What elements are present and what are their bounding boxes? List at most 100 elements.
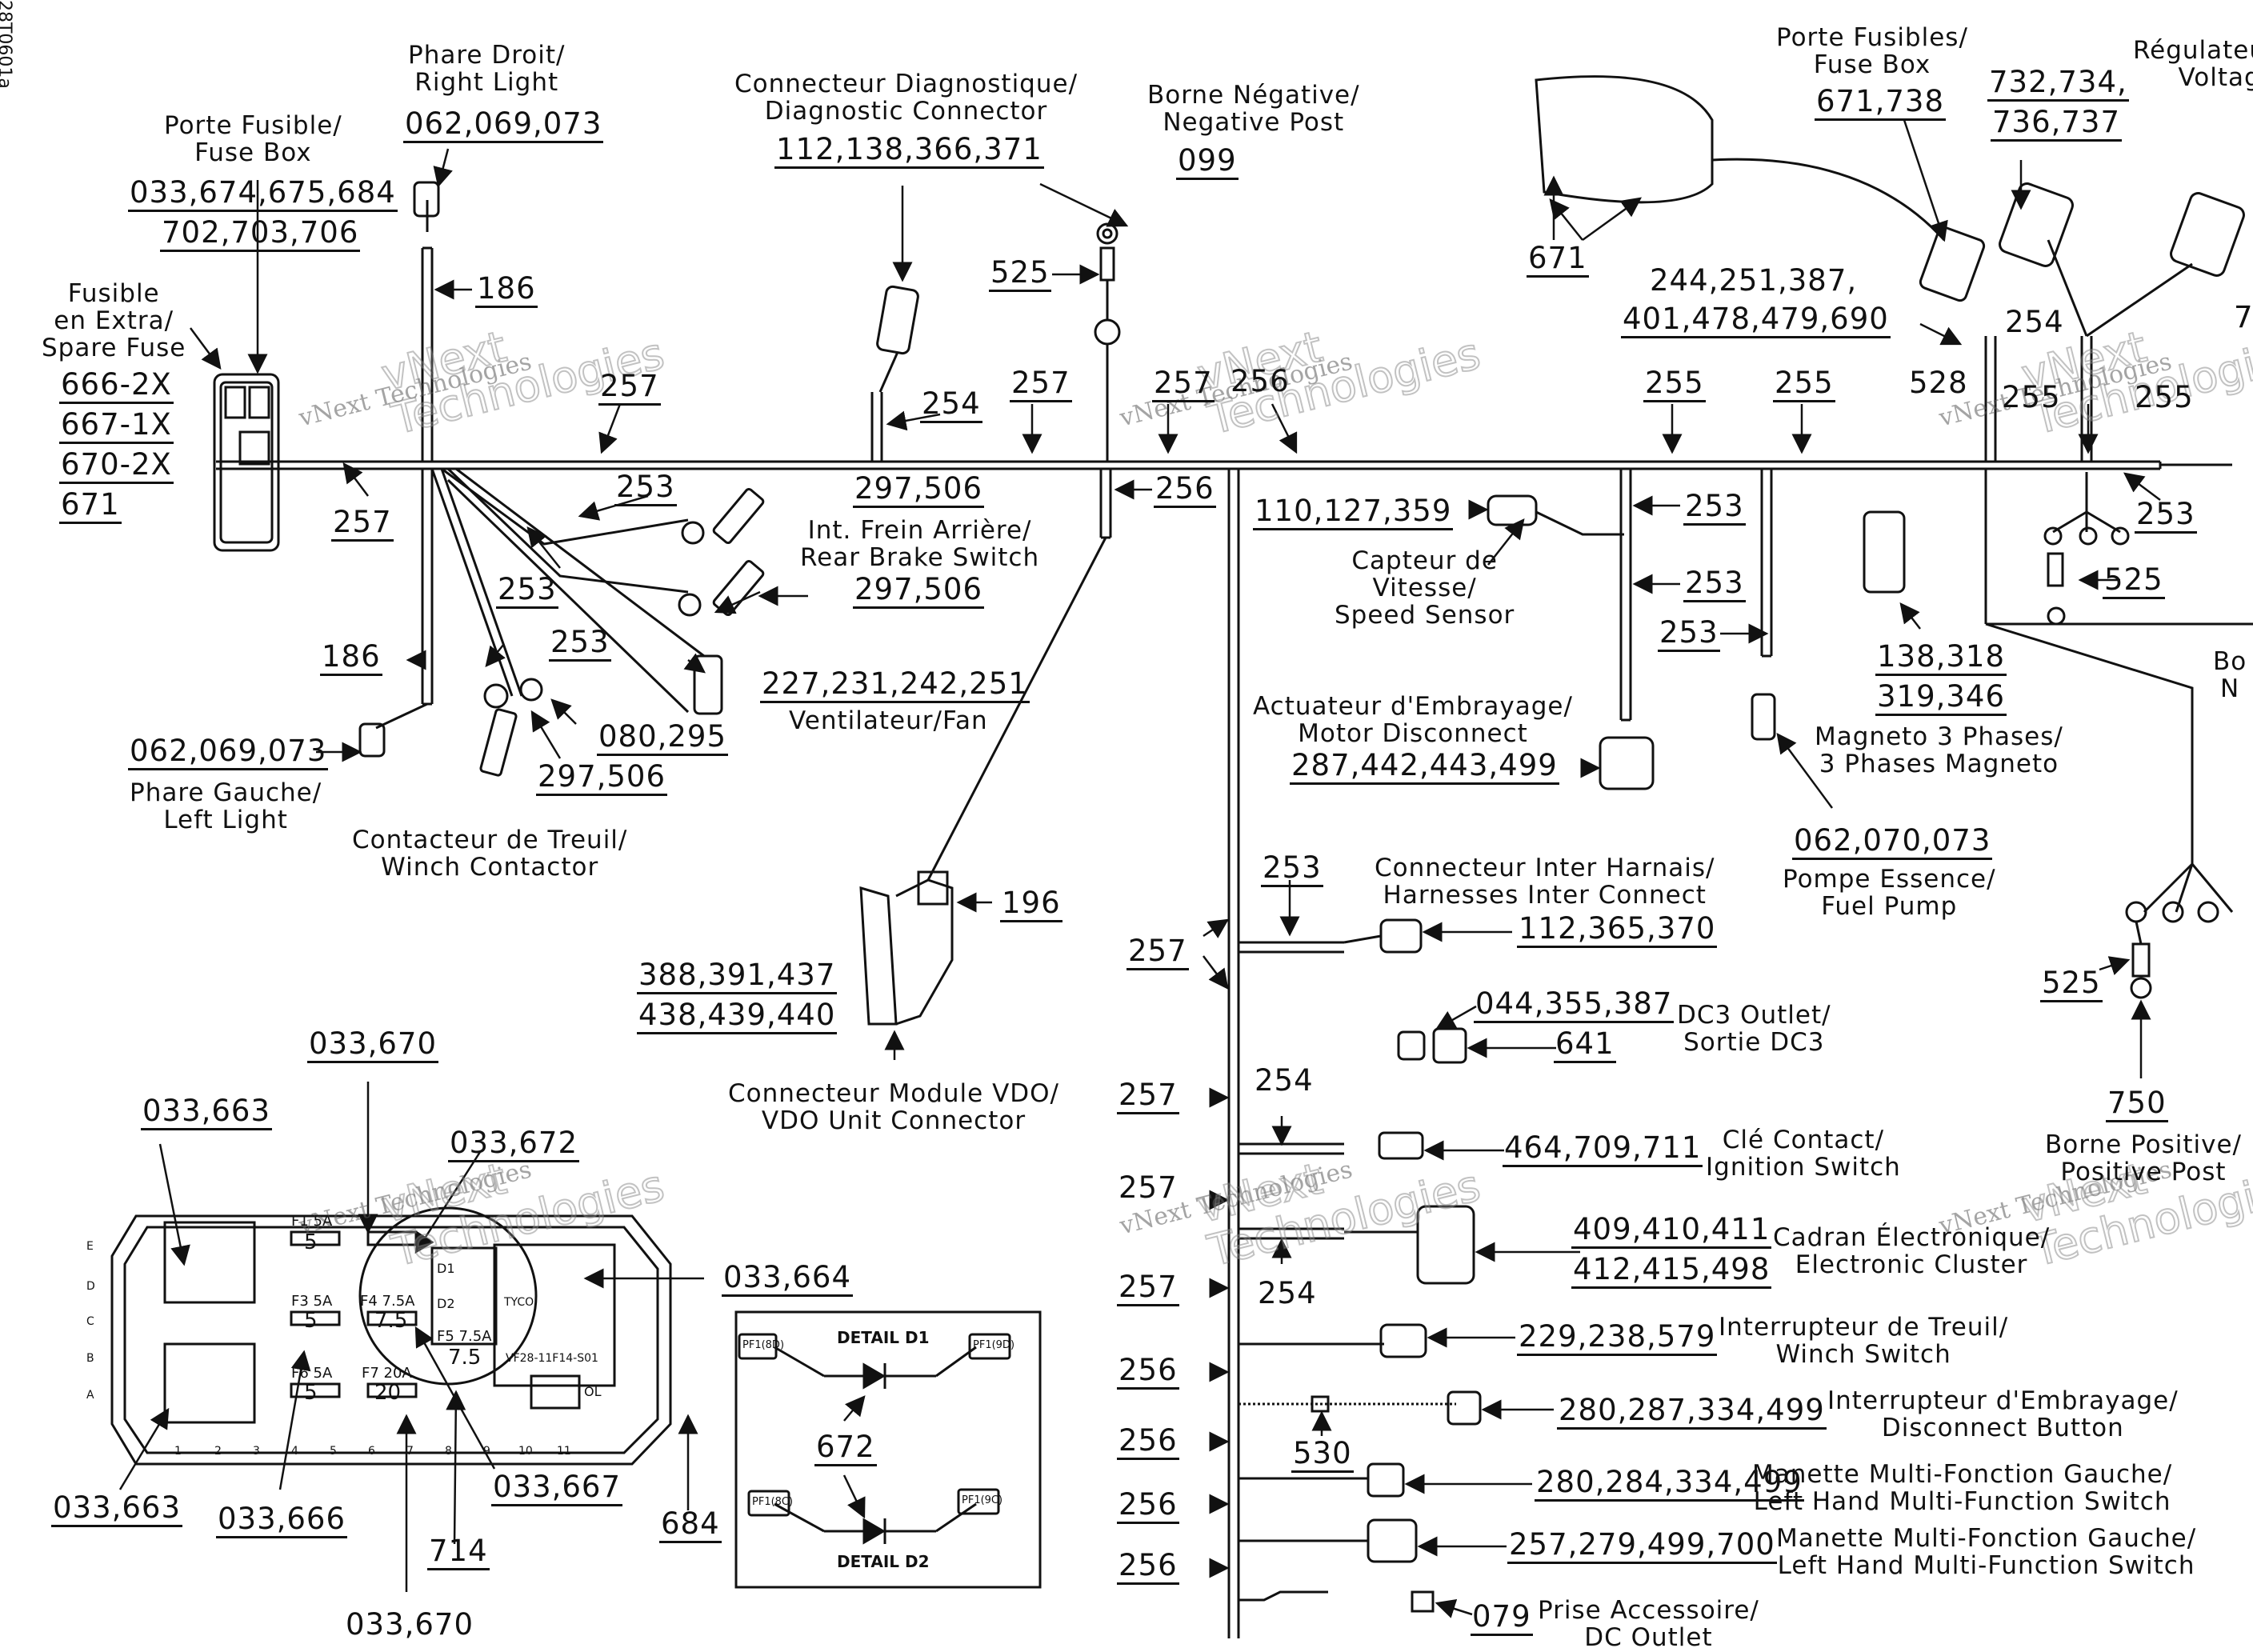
ref-253-c: 253 [496, 573, 558, 609]
ref-732: 732,734, [1987, 66, 2129, 102]
label-negative-post: Borne Négative/ Negative Post [1147, 81, 1360, 137]
label-dc-outlet: Prise Accessoire/ DC Outlet [1538, 1596, 1759, 1652]
ref-666: 666-2X [59, 368, 174, 404]
label-fuse-box: Porte Fusible/ Fuse Box [164, 111, 342, 167]
label-left-multi-function-switch-2: Manette Multi-Fonction Gauche/ Left Hand… [1776, 1524, 2197, 1580]
fuse-col-3: 3 [253, 1445, 260, 1458]
ref-256-b: 256 [1154, 472, 1216, 508]
ref-256-a: 256 [1231, 364, 1290, 398]
ref-464: 464,709,711 [1503, 1131, 1703, 1167]
label-fuse-box-2: Porte Fusibles/ Fuse Box [1776, 23, 1968, 79]
fuse-5a-a: 5 [304, 1230, 318, 1254]
ref-671-738: 671,738 [1815, 85, 1947, 121]
label-3-phases-magneto: Magneto 3 Phases/ 3 Phases Magneto [1815, 722, 2063, 778]
label-harnesses-inter-connect: Connecteur Inter Harnais/ Harnesses Inte… [1375, 854, 1715, 910]
label-positive-post: Borne Positive/ Positive Post [2045, 1130, 2242, 1186]
fuse-col-1: 1 [174, 1445, 182, 1458]
label-fuel-pump: Pompe Essence/ Fuel Pump [1783, 865, 1996, 921]
fuse-tyco-label: TYCO [504, 1296, 534, 1309]
fuse-row-c: C [86, 1315, 94, 1328]
fuse-row-e: E [86, 1240, 94, 1253]
fuse-5a-b: 5 [304, 1309, 318, 1333]
fuse-f7-label: F7 20A [362, 1365, 412, 1382]
ref-256-f: 256 [1117, 1549, 1179, 1585]
fuse-col-2: 2 [214, 1445, 222, 1458]
label-ignition-switch: Clé Contact/ Ignition Switch [1706, 1126, 1901, 1182]
fuse-f6-label: F6 5A [291, 1365, 333, 1382]
ref-671: 671 [59, 488, 122, 524]
ref-702: 702,703,706 [160, 216, 361, 252]
detail-pf-9c: PF1(9C) [962, 1494, 1003, 1506]
ref-319: 319,346 [1875, 680, 2007, 716]
ref-112-365: 112,365,370 [1517, 912, 1718, 948]
ref-257-g: 257 [1118, 1170, 1178, 1205]
ref-257-c: 257 [1010, 366, 1072, 402]
ref-671-box: 671 [1527, 242, 1589, 278]
ref-112-diag: 112,138,366,371 [774, 133, 1044, 169]
ref-412: 412,415,498 [1571, 1253, 1772, 1289]
ref-196: 196 [1000, 886, 1062, 922]
ref-401: 401,478,479,690 [1621, 302, 1891, 338]
label-winch-contactor: Contacteur de Treuil/ Winch Contactor [352, 826, 628, 882]
label-motor-disconnect: Actuateur d'Embrayage/ Motor Disconnect [1253, 692, 1573, 748]
ref-253-a: 253 [2135, 498, 2197, 534]
fuse-ol-label: OL [584, 1384, 602, 1399]
ref-254-c: 254 [1255, 1063, 1314, 1098]
fuse-col-6: 6 [368, 1445, 375, 1458]
label-spare-fuse: Fusible en Extra/ Spare Fuse [42, 279, 186, 362]
ref-297-a: 297,506 [853, 472, 985, 508]
ref-253-e: 253 [1683, 490, 1746, 526]
label-fan: Ventilateur/Fan [789, 706, 988, 735]
ref-062-070: 062,070,073 [1792, 824, 1993, 860]
ref-033-666: 033,666 [216, 1502, 348, 1538]
ref-257-f: 257 [1117, 1078, 1179, 1114]
ref-080: 080,295 [597, 720, 729, 756]
ref-257-e: 257 [1126, 934, 1189, 970]
fuse-col-7: 7 [406, 1445, 414, 1458]
fuse-row-b: B [86, 1352, 94, 1365]
ref-138: 138,318 [1875, 640, 2007, 676]
ref-641: 641 [1554, 1027, 1616, 1063]
label-speed-sensor: Capteur de Vitesse/ Speed Sensor [1335, 546, 1515, 630]
label-dc3-outlet: DC3 Outlet/ Sortie DC3 [1677, 1001, 1831, 1057]
fuse-f1-label: F1 5A [291, 1213, 333, 1230]
ref-280-287: 280,287,334,499 [1557, 1394, 1827, 1430]
ref-297-c: 297,506 [536, 760, 668, 796]
ref-254-a: 254 [920, 387, 982, 423]
ref-525-c: 525 [2040, 966, 2103, 1002]
ref-255-d: 255 [2135, 380, 2194, 414]
fuse-d1-label: D1 [437, 1261, 455, 1276]
ref-079: 079 [1471, 1600, 1533, 1636]
label-right-light: Phare Droit/ Right Light [408, 41, 566, 97]
fuse-col-11: 11 [557, 1445, 571, 1458]
ref-530: 530 [1291, 1437, 1354, 1473]
ref-438: 438,439,440 [637, 998, 838, 1034]
fuse-col-4: 4 [291, 1445, 298, 1458]
fuse-20a: 20 [374, 1381, 402, 1405]
label-left-light: Phare Gauche/ Left Light [130, 778, 322, 834]
label-vdo-unit-connector: Connecteur Module VDO/ VDO Unit Connecto… [728, 1079, 1059, 1135]
fuse-col-10: 10 [518, 1445, 533, 1458]
ref-062-069-073-top: 062,069,073 [403, 107, 604, 143]
detail-pf-8c: PF1(8C) [752, 1496, 794, 1508]
ref-033-672: 033,672 [448, 1126, 580, 1162]
ref-409: 409,410,411 [1571, 1213, 1772, 1249]
fuse-f3-label: F3 5A [291, 1293, 333, 1310]
fuse-5a-c: 5 [304, 1381, 318, 1405]
ref-186-b: 186 [320, 640, 382, 676]
label-electronic-cluster: Cadran Électronique/ Electronic Cluster [1773, 1223, 2051, 1279]
label-rear-brake-switch: Int. Frein Arrière/ Rear Brake Switch [800, 516, 1040, 572]
ref-033-663-top: 033,663 [141, 1094, 273, 1130]
ref-253-d-left: 253 [549, 626, 611, 662]
fuse-col-9: 9 [483, 1445, 490, 1458]
ref-388: 388,391,437 [637, 958, 838, 994]
ref-253-g: 253 [1658, 616, 1720, 652]
ref-186-top: 186 [475, 272, 538, 308]
ref-684: 684 [659, 1507, 722, 1543]
ref-736: 736,737 [1991, 106, 2123, 142]
ref-253-h: 253 [1261, 851, 1323, 887]
ref-297-b: 297,506 [853, 573, 985, 609]
ref-257-h: 257 [1117, 1270, 1179, 1306]
ref-044: 044,355,387 [1474, 987, 1675, 1023]
ref-033-663-bot: 033,663 [51, 1491, 183, 1527]
